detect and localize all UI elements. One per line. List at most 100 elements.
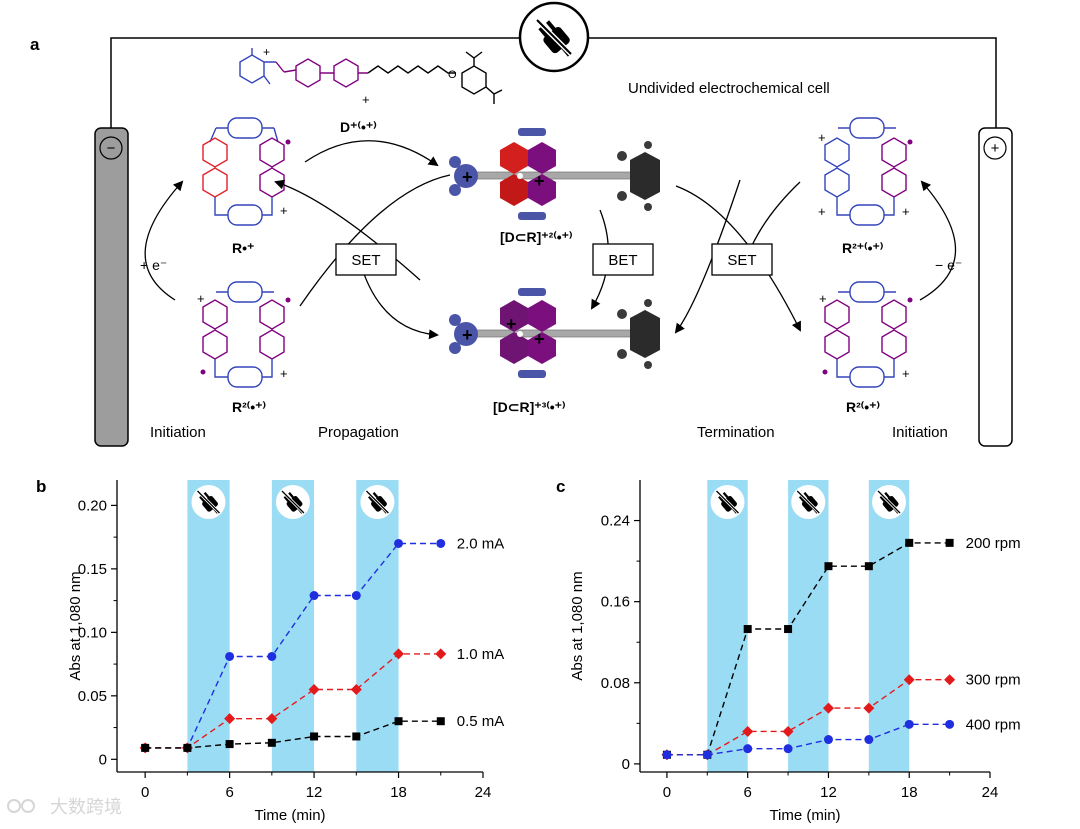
y-tick-label: 0.05 — [78, 688, 107, 705]
panel-letter-b: b — [36, 477, 46, 496]
off-period-band — [356, 480, 399, 772]
data-point — [945, 719, 955, 729]
data-point — [822, 702, 834, 714]
x-axis-label: Time (min) — [769, 807, 840, 824]
data-point — [944, 674, 956, 686]
watermark-text: 大数跨境 — [50, 797, 122, 818]
data-point — [436, 538, 446, 548]
donor-label: D⁺⁽•⁺⁾ — [340, 119, 377, 135]
x-tick-label: 0 — [141, 784, 149, 801]
cathode-sign-circle — [99, 136, 123, 160]
svg-text:O: O — [448, 69, 457, 81]
stage-termination: Termination — [697, 424, 775, 441]
x-tick-label: 6 — [744, 784, 752, 801]
panel-letter-a: a — [30, 35, 40, 54]
panel-a: a − + Undivided electrochemical cell — [30, 1, 1013, 447]
data-point — [350, 683, 362, 695]
y-axis-label: Abs at 1,080 nm — [569, 571, 586, 680]
unplugged-icon — [191, 485, 226, 519]
complex-top-structure: + + — [449, 128, 660, 220]
cathode-electrode — [94, 127, 129, 447]
series-300-rpm: 300 rpm — [661, 672, 1021, 761]
series-0-5-ma: 0.5 mA — [141, 713, 504, 752]
data-point — [784, 625, 793, 634]
circuit-wire — [110, 37, 997, 128]
svg-text:+: + — [534, 329, 545, 349]
data-point — [743, 625, 752, 634]
data-point — [352, 732, 361, 741]
data-point — [864, 735, 874, 745]
unplugged-icon — [791, 485, 826, 519]
set-right-label: SET — [727, 252, 756, 269]
y-tick-label: 0.15 — [78, 561, 107, 578]
svg-text:+: + — [197, 291, 205, 306]
data-point — [435, 648, 447, 660]
y-tick-label: 0.16 — [601, 594, 630, 611]
series-label: 0.5 mA — [457, 713, 505, 730]
data-point — [267, 651, 277, 661]
data-point — [823, 735, 833, 745]
off-period-band — [187, 480, 230, 772]
unplugged-icon — [710, 485, 745, 519]
svg-text:+: + — [280, 203, 288, 218]
data-point — [308, 683, 320, 695]
unplugged-icon — [872, 485, 907, 519]
svg-text:+: + — [462, 325, 473, 345]
y-tick-label: 0 — [99, 751, 107, 768]
radical-bottom-right-label: R²⁽•⁺⁾ — [846, 399, 880, 415]
radical-top-left-structure: + — [202, 117, 291, 226]
series-400-rpm: 400 rpm — [662, 716, 1021, 760]
data-point — [309, 591, 319, 601]
svg-text:+: + — [902, 366, 910, 381]
unplugged-icon — [275, 485, 310, 519]
radical-bottom-left-label: R²⁽•⁺⁾ — [232, 399, 266, 415]
data-point — [225, 651, 235, 661]
data-point — [743, 744, 753, 754]
x-tick-label: 6 — [225, 784, 233, 801]
anode-electrode — [978, 127, 1013, 447]
donor-charge-mark: + — [263, 45, 270, 59]
radical-bottom-right-structure: + + — [819, 281, 913, 388]
set-right-box: SET — [711, 243, 773, 276]
svg-text:+: + — [818, 130, 826, 145]
anode-sign: + — [991, 140, 1000, 157]
y-axis-label: Abs at 1,080 nm — [67, 571, 84, 680]
data-point — [351, 591, 361, 601]
stage-initiation-right: Initiation — [892, 424, 948, 441]
cell-label: Undivided electrochemical cell — [628, 80, 830, 97]
x-axis-label: Time (min) — [254, 807, 325, 824]
bet-box: BET — [592, 243, 654, 276]
data-point — [864, 562, 873, 571]
svg-text:+: + — [819, 291, 827, 306]
svg-text:+: + — [362, 92, 370, 107]
oxidation-label: − e⁻ — [935, 257, 962, 273]
data-point — [266, 713, 278, 725]
data-point — [224, 713, 236, 725]
radical-bottom-left-structure: + + — [197, 281, 291, 388]
svg-text:+: + — [902, 204, 910, 219]
complex-bottom-structure: + + + — [449, 288, 660, 378]
watermark: 大数跨境 — [7, 797, 122, 818]
donor-structure: + O + — [239, 45, 503, 107]
data-point — [904, 719, 914, 729]
data-point — [742, 725, 754, 737]
data-point — [394, 717, 403, 726]
series-label: 300 rpm — [966, 672, 1021, 689]
series-line — [666, 723, 950, 756]
data-point — [267, 738, 276, 747]
x-tick-label: 0 — [663, 784, 671, 801]
data-point — [393, 648, 405, 660]
series-label: 400 rpm — [966, 716, 1021, 733]
power-source-icon — [518, 1, 590, 73]
data-point — [863, 702, 875, 714]
data-point — [436, 717, 445, 726]
reduction-label: + e⁻ — [140, 257, 167, 273]
data-point — [903, 674, 915, 686]
data-point — [183, 743, 192, 752]
x-tick-label: 12 — [820, 784, 837, 801]
series-line — [145, 653, 441, 749]
anode-sign-circle — [983, 136, 1007, 160]
data-point — [662, 750, 672, 760]
data-point — [782, 725, 794, 737]
